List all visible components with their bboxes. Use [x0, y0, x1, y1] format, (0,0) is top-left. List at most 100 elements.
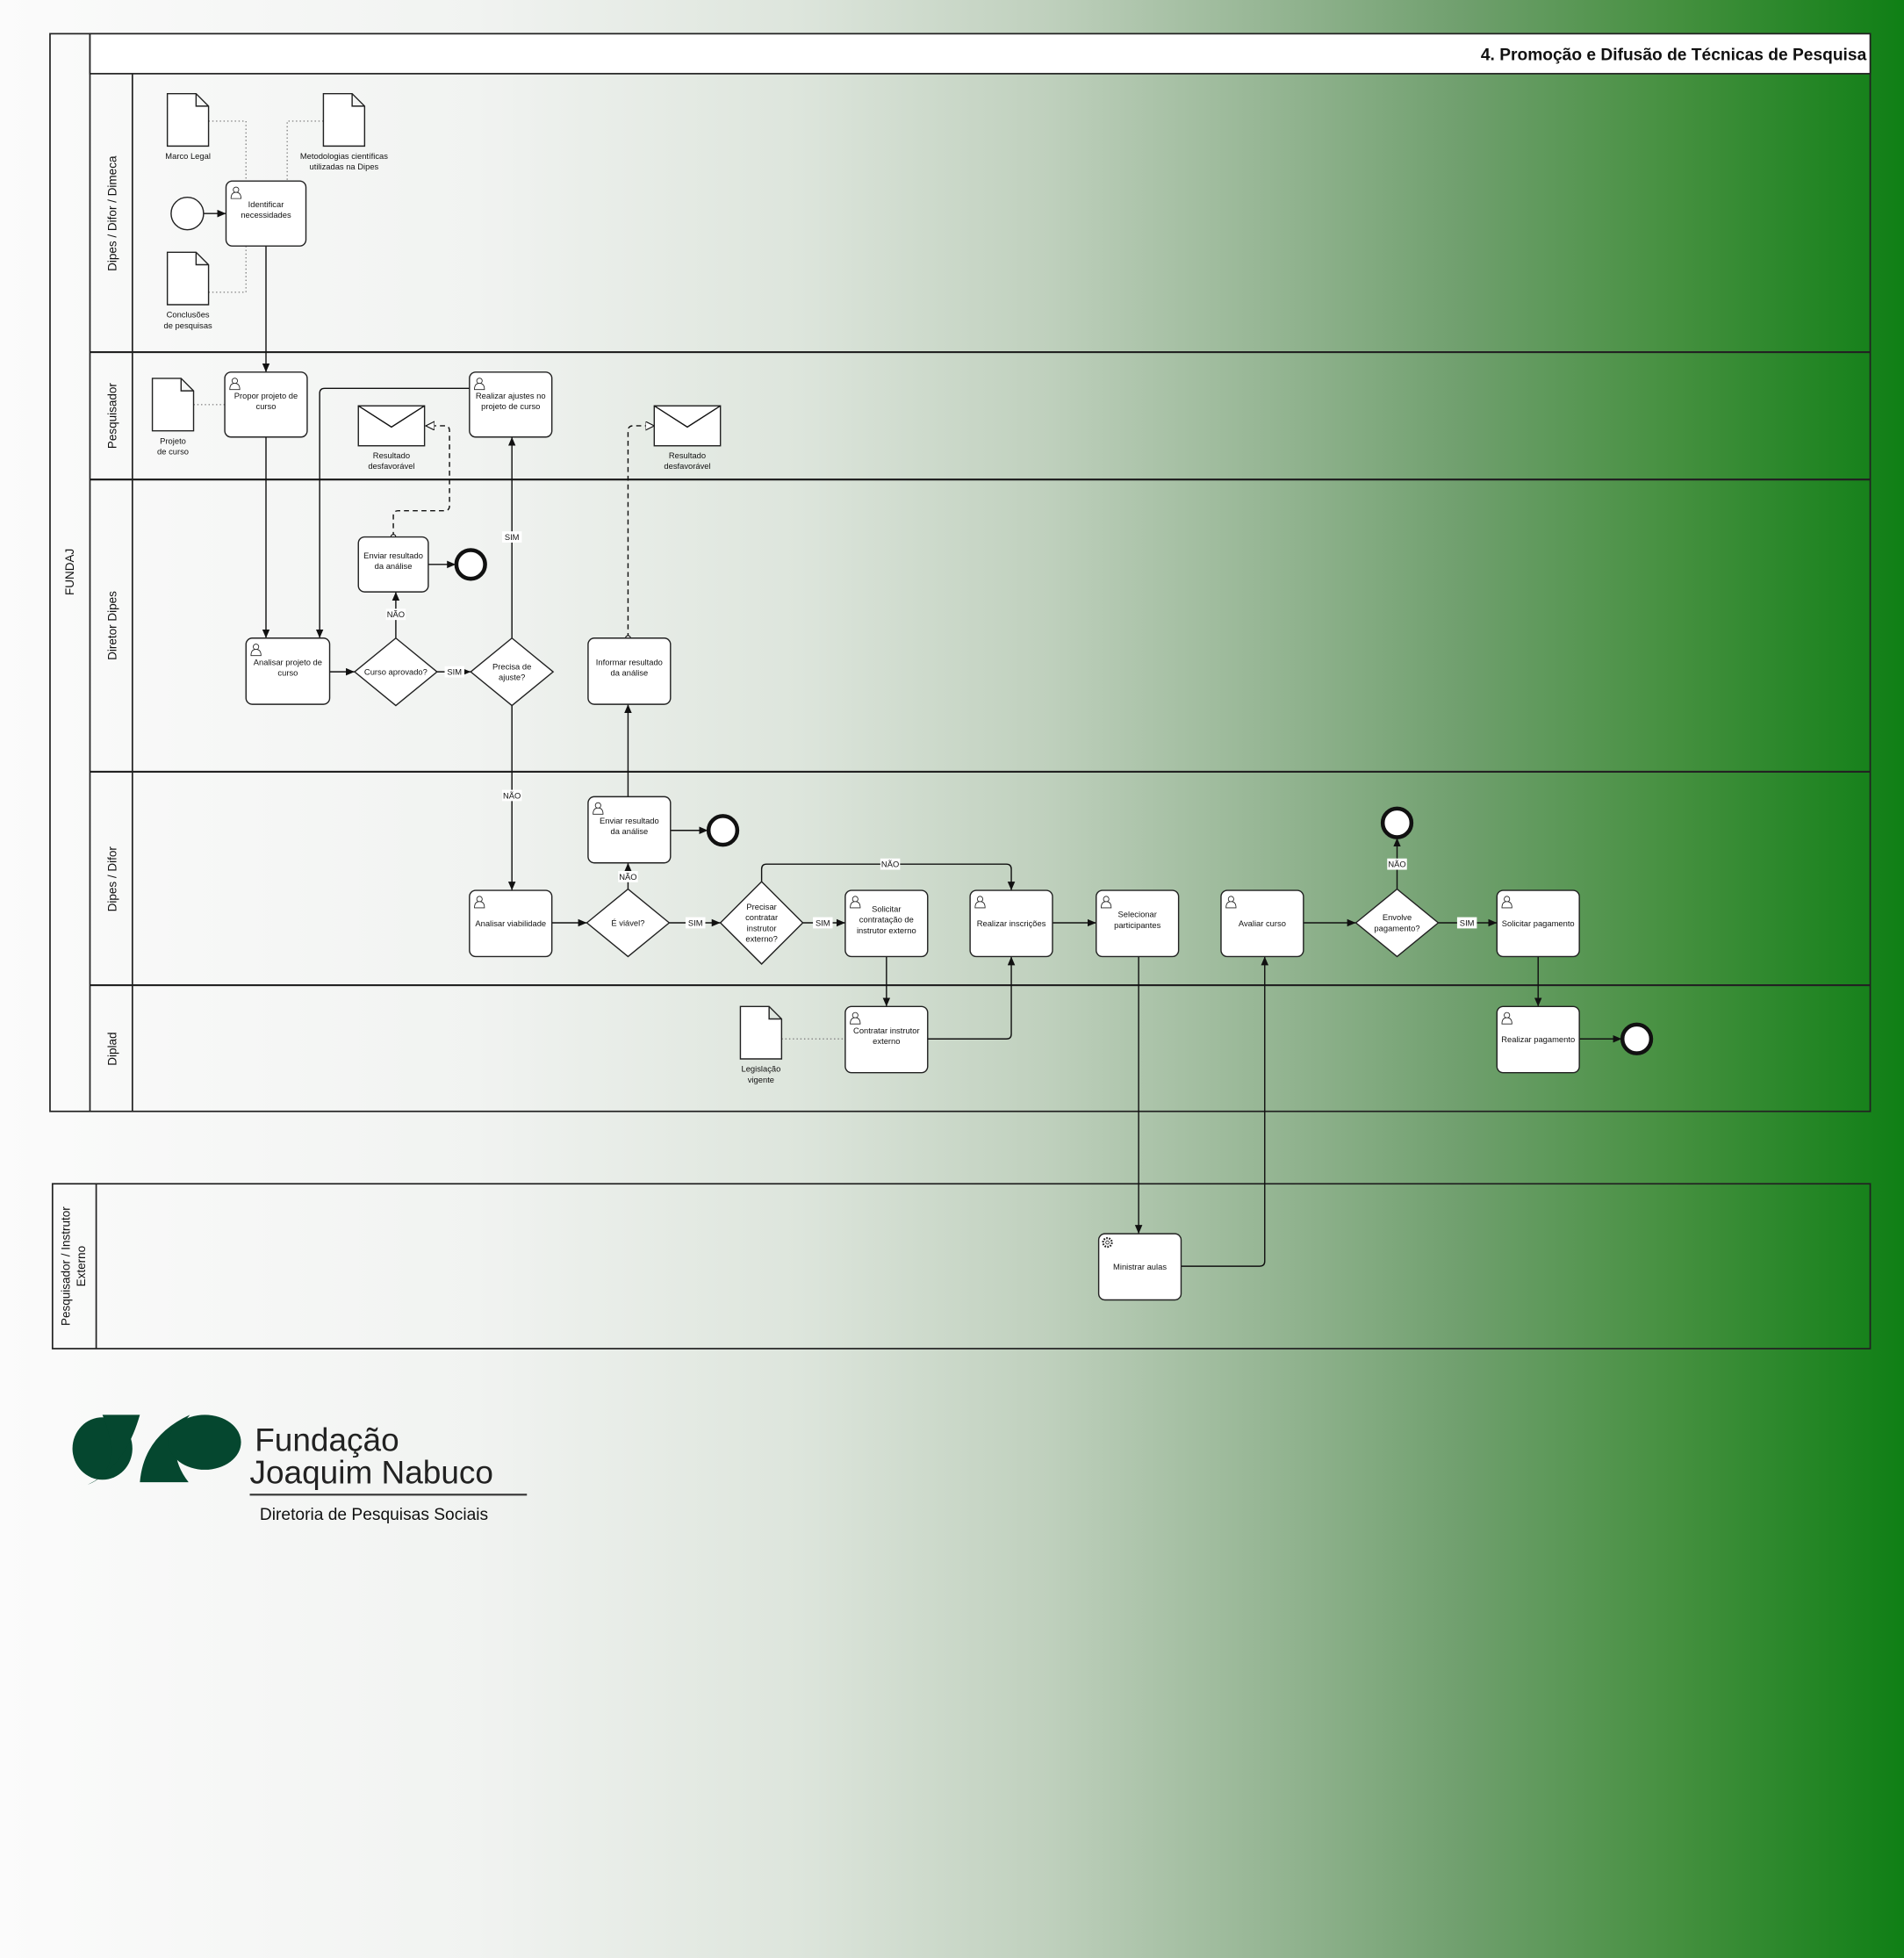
- user-icon: [593, 802, 604, 815]
- data-association: [208, 120, 247, 182]
- data-association: [286, 120, 324, 182]
- user-icon: [474, 378, 485, 391]
- gateway-label: É viável?: [611, 918, 644, 927]
- document-label: Metodologias científicas: [300, 152, 388, 161]
- task-avaliar[interactable]: Avaliar curso: [1220, 889, 1304, 958]
- sequence-flow[interactable]: NÃO: [385, 592, 406, 638]
- flow-label-ajuste-sim: SIM: [505, 533, 520, 542]
- task-label: instrutor externo: [857, 926, 916, 935]
- task-label: contratação de: [859, 916, 914, 925]
- message-flow[interactable]: [393, 426, 450, 537]
- sequence-flow[interactable]: [1181, 956, 1269, 1267]
- svg-text:Realizar inscrições: Realizar inscrições: [977, 919, 1046, 928]
- sequence-flow[interactable]: SIM: [1438, 917, 1498, 929]
- sequence-flow[interactable]: NÃO: [1387, 838, 1407, 889]
- gateway-curso-aprovado[interactable]: Curso aprovado?: [353, 637, 438, 707]
- document-marco-legal[interactable]: Marco Legal: [165, 92, 211, 161]
- gateway-label: contratar: [745, 913, 778, 922]
- task-label: Realizar inscrições: [977, 919, 1046, 928]
- user-icon: [850, 1011, 861, 1025]
- sequence-flow[interactable]: [315, 387, 470, 638]
- gateway-label: externo?: [745, 934, 777, 943]
- task-label: Enviar resultado: [363, 551, 423, 560]
- task-solicitar-pagamento[interactable]: Solicitar pagamento: [1496, 889, 1580, 958]
- logo-subtitle: Diretoria de Pesquisas Sociais: [260, 1506, 488, 1524]
- message-label: Resultado: [669, 451, 706, 460]
- sequence-flow[interactable]: NÃO: [760, 858, 1016, 891]
- message-label: desfavorável: [368, 462, 414, 471]
- user-icon: [974, 896, 986, 909]
- sequence-flow[interactable]: NÃO: [618, 862, 638, 889]
- sequence-flow[interactable]: [927, 956, 1016, 1040]
- svg-text:Marco Legal: Marco Legal: [165, 152, 211, 161]
- end-event[interactable]: [1620, 1022, 1654, 1055]
- task-analisar[interactable]: Analisar projeto de curso: [245, 637, 331, 705]
- user-icon: [229, 378, 241, 391]
- end-event[interactable]: [706, 814, 740, 847]
- task-label: Realizar ajustes no: [476, 392, 546, 400]
- task-ministrar[interactable]: Ministrar aulas: [1097, 1233, 1182, 1301]
- task-label: participantes: [1114, 921, 1160, 930]
- gateway-viavel[interactable]: É viável?: [586, 888, 671, 958]
- flow-label-viavel-sim: SIM: [688, 918, 703, 927]
- task-label: curso: [277, 668, 298, 677]
- lane-label-difor: Dipes / Difor: [105, 846, 119, 912]
- sequence-flow[interactable]: NÃO: [501, 705, 522, 891]
- svg-text:Avaliar curso: Avaliar curso: [1239, 919, 1286, 928]
- logo-line1: Fundação: [255, 1422, 399, 1458]
- end-event[interactable]: [454, 548, 487, 581]
- task-label: Analisar projeto de: [254, 658, 322, 666]
- task-realizar-pagamento[interactable]: Realizar pagamento: [1496, 1005, 1580, 1074]
- gateway-precisa-ajuste[interactable]: Precisa de ajuste?: [470, 637, 555, 707]
- task-label: Avaliar curso: [1239, 919, 1286, 928]
- data-association: [208, 246, 247, 293]
- end-event[interactable]: [1380, 806, 1414, 839]
- message-flow[interactable]: [628, 426, 654, 638]
- gateway-label: Precisa de: [492, 662, 531, 671]
- task-inscricoes[interactable]: Realizar inscrições: [969, 889, 1053, 958]
- gateway-label: Precisar: [746, 903, 776, 911]
- user-icon: [230, 186, 241, 199]
- sequence-flow[interactable]: SIM: [501, 436, 522, 638]
- gateway-label: ajuste?: [499, 673, 525, 681]
- sequence-flow[interactable]: SIM: [802, 917, 845, 929]
- diagram-title: 4. Promoção e Difusão de Técnicas de Pes…: [1481, 46, 1867, 64]
- sequence-flow[interactable]: SIM: [436, 666, 471, 678]
- svg-text:É viável?: É viável?: [611, 918, 644, 927]
- task-viabilidade[interactable]: Analisar viabilidade: [469, 889, 553, 958]
- pool-label-external-2: Externo: [75, 1246, 88, 1287]
- flow-label-externo-sim: SIM: [815, 918, 830, 927]
- flow-label-aprovado-nao: NÃO: [387, 610, 405, 619]
- user-icon: [250, 644, 262, 657]
- sequence-flow[interactable]: SIM: [669, 917, 721, 929]
- start-event[interactable]: [170, 196, 205, 231]
